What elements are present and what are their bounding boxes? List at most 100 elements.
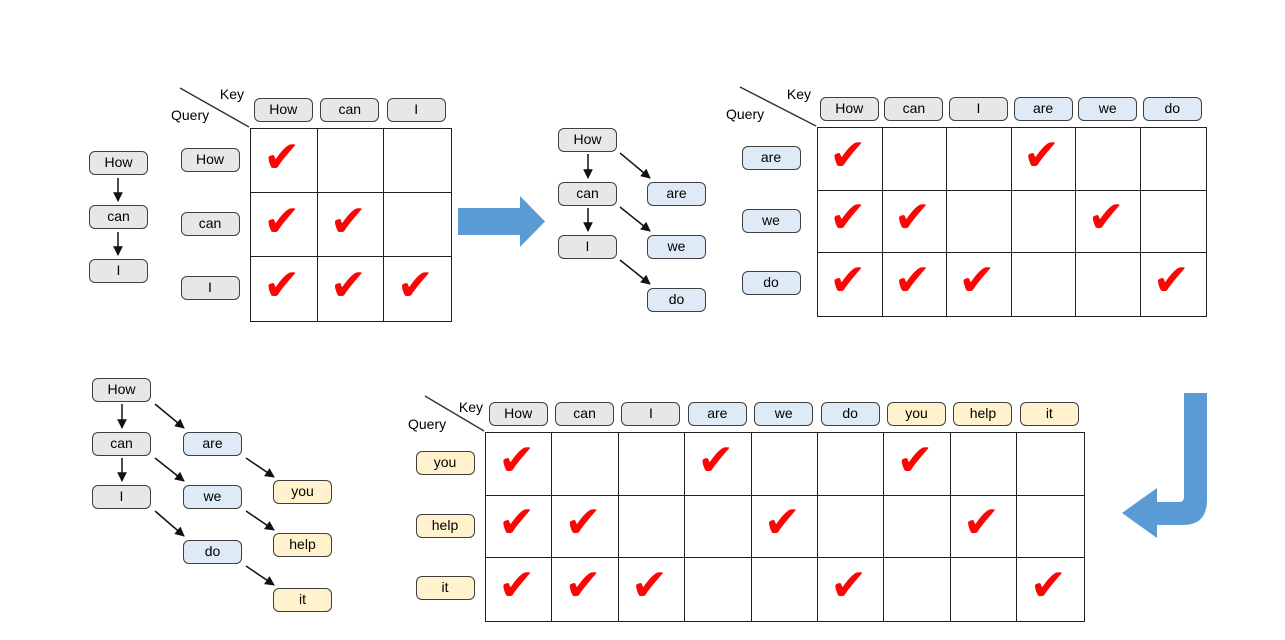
arrow-we-to-help [245, 510, 275, 531]
masked-cell [1140, 128, 1206, 191]
key-token-i: I [948, 97, 1008, 121]
token-i: I [89, 259, 148, 283]
token-can: can [558, 182, 617, 206]
token-how: How [89, 151, 148, 175]
key-token-do: do [820, 402, 880, 426]
axis-diagonal-line [179, 87, 250, 128]
key-token-do: do [1142, 97, 1202, 121]
query-axis-label: Query [726, 106, 765, 122]
masked-cell [685, 495, 752, 559]
attended-cell: ✔ [818, 253, 883, 316]
attended-cell: ✔ [318, 257, 384, 321]
axis-diagonal-line [424, 395, 485, 432]
masked-cell [884, 558, 951, 621]
arrow-can-to-we [154, 457, 185, 482]
flow-arrow-down-left-icon [1122, 393, 1207, 538]
attended-cell: ✔ [1076, 190, 1141, 254]
masked-cell [552, 433, 619, 496]
query-token-i: I [180, 276, 240, 300]
masked-cell [317, 129, 384, 193]
attended-cell: ✔ [486, 495, 553, 559]
masked-cell [1017, 433, 1084, 496]
attended-cell: ✔ [317, 193, 384, 257]
query-token-we: we [741, 208, 801, 233]
masked-cell [1011, 190, 1077, 254]
masked-cell [884, 495, 951, 559]
key-token-are: are [687, 402, 747, 426]
axis-corner: Key Query [170, 85, 250, 128]
attended-cell: ✔ [1029, 561, 1067, 611]
axis-diagonal-line [739, 86, 817, 127]
token-you: you [273, 480, 332, 504]
axis-corner: Key Query [405, 395, 485, 432]
arrow-can-to-we [619, 206, 651, 232]
query-token-do: do [741, 271, 801, 296]
masked-cell [817, 433, 885, 496]
token-we: we [183, 485, 242, 509]
query-token-how: How [180, 148, 240, 172]
masked-cell [1017, 496, 1084, 559]
attended-cell: ✔ [486, 433, 553, 496]
attended-cell: ✔ [251, 257, 318, 321]
arrow-i-to-do [619, 259, 651, 285]
masked-cell [752, 558, 818, 621]
key-token-can: can [884, 97, 944, 121]
key-token-can: can [555, 402, 615, 426]
masked-cell [950, 433, 1018, 496]
masked-cell [1140, 191, 1206, 254]
token-i: I [558, 235, 617, 259]
key-axis-label: Key [786, 86, 811, 102]
token-are: are [183, 432, 242, 456]
arrow-i-to-do [154, 510, 185, 537]
key-token-i: I [386, 98, 446, 122]
axis-corner: Key Query [725, 85, 817, 127]
key-token-are: are [1013, 97, 1073, 121]
masked-cell [1012, 253, 1077, 316]
key-token-we: we [1078, 97, 1138, 121]
query-token-it: it [415, 576, 475, 601]
arrow-how-to-are [154, 403, 185, 429]
query-token-can: can [180, 212, 240, 236]
attended-cell: ✔ [486, 558, 553, 621]
key-token-how: How [819, 97, 879, 121]
attention-grid: ✔✔✔✔✔✔ [250, 128, 452, 322]
token-how: How [558, 128, 617, 152]
attended-cell: ✔ [251, 193, 318, 257]
attention-grid: ✔✔✔✔✔✔✔✔✔✔✔✔ [485, 432, 1085, 622]
attended-cell: ✔ [751, 495, 818, 559]
token-do: do [183, 540, 242, 564]
attended-cell: ✔ [884, 433, 951, 496]
key-token-help: help [953, 402, 1013, 426]
masked-cell [751, 433, 818, 496]
masked-cell [618, 495, 686, 559]
attended-cell: ✔ [1011, 128, 1077, 191]
token-we: we [647, 235, 706, 259]
masked-cell [947, 128, 1012, 191]
attention-grid: ✔✔✔✔✔✔✔✔✔ [817, 127, 1207, 317]
token-help: help [273, 533, 332, 557]
masked-cell [882, 128, 948, 191]
token-can: can [89, 205, 148, 229]
arrow-how-to-are [619, 152, 651, 179]
masked-cell [947, 190, 1012, 254]
key-token-it: it [1019, 402, 1079, 426]
key-token-i: I [621, 402, 681, 426]
attended-cell: ✔ [396, 261, 434, 310]
attended-cell: ✔ [818, 558, 885, 621]
attended-cell: ✔ [818, 128, 883, 191]
key-token-we: we [754, 402, 814, 426]
masked-cell [951, 558, 1018, 621]
token-can: can [92, 432, 151, 456]
attended-cell: ✔ [685, 433, 752, 496]
key-token-how: How [488, 402, 548, 426]
flow-arrow-right-icon [458, 196, 545, 247]
